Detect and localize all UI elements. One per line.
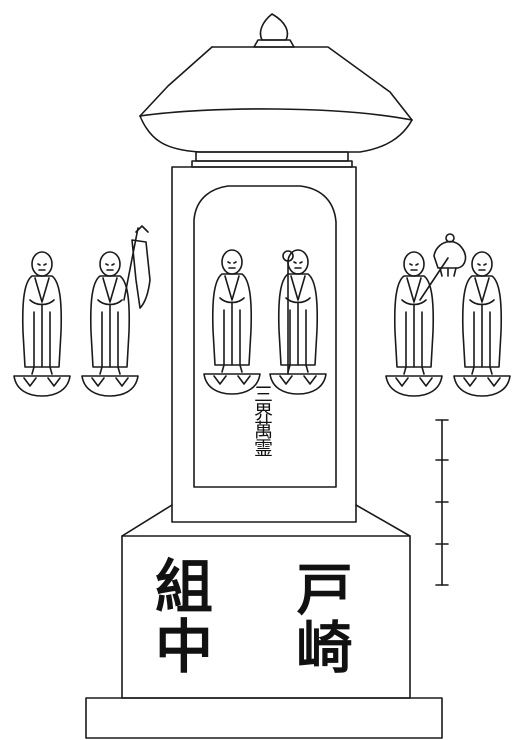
- jizo-figure-3: [203, 249, 261, 395]
- shakujo-staff: [282, 250, 294, 375]
- jizo-figure-4: [269, 249, 327, 395]
- roof: [139, 46, 413, 153]
- jizo-figure-5: [385, 251, 443, 397]
- left-inscription: 組中: [145, 556, 213, 676]
- banner-staff: [123, 225, 151, 309]
- jizo-figure-1: [13, 251, 71, 397]
- jizo-figure-6: [453, 251, 511, 397]
- right-inscription: 戸崎: [287, 560, 353, 676]
- finial: [253, 13, 295, 48]
- center-inscription: 三界萬霊: [251, 384, 273, 456]
- canopy-ornament: [419, 233, 467, 301]
- main-shaft: [171, 166, 357, 523]
- roof-base: [191, 151, 353, 168]
- pedestal: [85, 504, 443, 739]
- scale-bar: [435, 419, 449, 586]
